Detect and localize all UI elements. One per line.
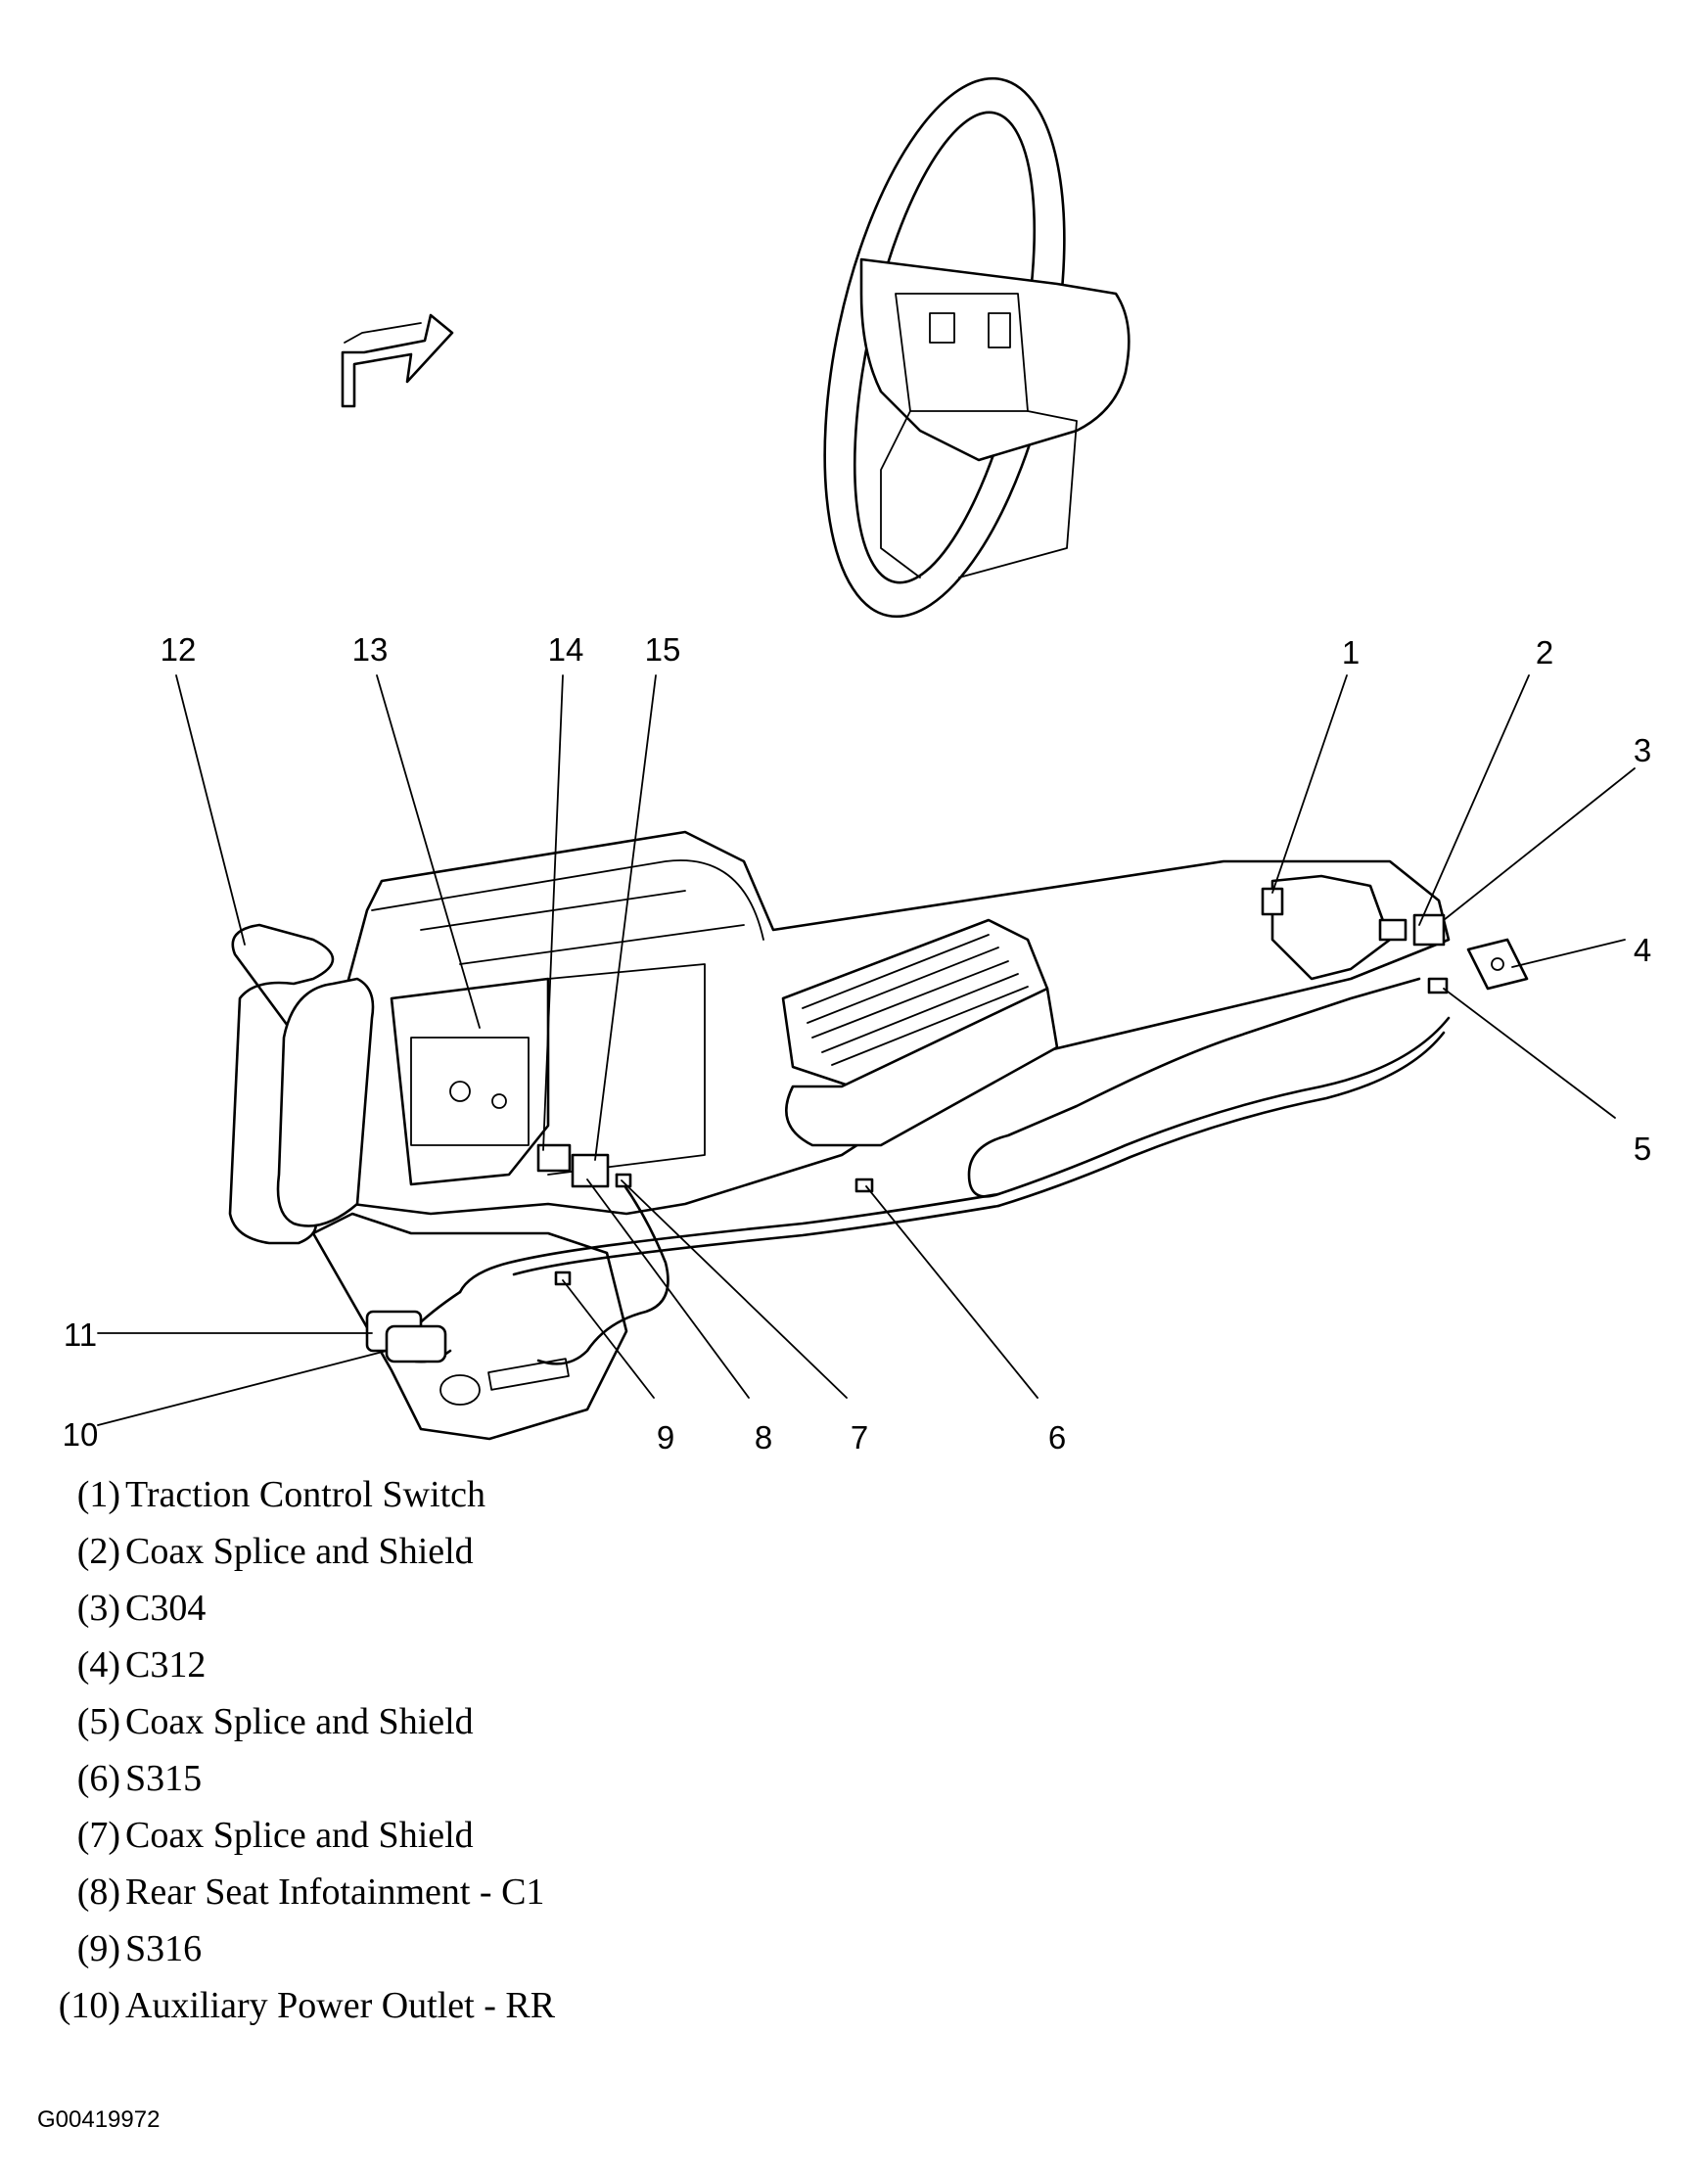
legend-item: (2)Coax Splice and Shield [47, 1523, 474, 1580]
component-legend: (1)Traction Control Switch (2)Coax Splic… [47, 1466, 555, 2034]
legend-label: Coax Splice and Shield [125, 1815, 474, 1856]
legend-number: (6) [76, 1758, 120, 1799]
callout-7: 7 [851, 1419, 868, 1456]
wiring-harness [399, 977, 1451, 1365]
legend-item: (8)Rear Seat Infotainment - C1 [47, 1864, 545, 1920]
legend-item: (6)S315 [47, 1750, 202, 1807]
front-direction-arrow-icon [341, 313, 454, 408]
callout-2: 2 [1536, 634, 1553, 670]
legend-item: (5)Coax Splice and Shield [47, 1693, 474, 1750]
callout-12: 12 [161, 631, 197, 668]
callout-numbers: 12 13 14 15 1 2 3 4 5 11 10 9 8 7 6 [63, 631, 1652, 1456]
legend-number: (2) [76, 1531, 120, 1572]
callout-5: 5 [1634, 1131, 1651, 1167]
legend-item: (9)S316 [47, 1920, 202, 1977]
legend-label: Auxiliary Power Outlet - RR [125, 1985, 556, 2026]
legend-label: Traction Control Switch [125, 1474, 486, 1515]
legend-number: (4) [76, 1644, 120, 1686]
callout-14: 14 [548, 631, 584, 668]
callout-4: 4 [1634, 932, 1651, 968]
legend-item: (7)Coax Splice and Shield [47, 1807, 474, 1864]
legend-item: (4)C312 [47, 1637, 207, 1693]
legend-item: (10)Auxiliary Power Outlet - RR [47, 1977, 555, 2034]
legend-number: (7) [76, 1815, 120, 1856]
legend-item: (1)Traction Control Switch [47, 1466, 485, 1523]
callout-13: 13 [352, 631, 389, 668]
legend-label: Coax Splice and Shield [125, 1701, 474, 1742]
legend-label: Coax Splice and Shield [125, 1531, 474, 1572]
legend-item: (3)C304 [47, 1580, 207, 1637]
instrument-panel-assembly [228, 830, 1451, 1441]
wiring-location-drawing: 12 13 14 15 1 2 3 4 5 11 10 9 8 7 6 [63, 76, 1652, 1456]
callout-9: 9 [657, 1419, 674, 1456]
legend-number: (8) [76, 1872, 120, 1913]
legend-number: (9) [76, 1928, 120, 1969]
legend-label: C312 [125, 1644, 207, 1686]
legend-number: (1) [76, 1474, 120, 1515]
legend-number: (5) [76, 1701, 120, 1742]
vent-grille [802, 934, 1029, 1066]
callout-6: 6 [1048, 1419, 1066, 1456]
callout-1: 1 [1342, 634, 1360, 670]
callout-11: 11 [64, 1317, 97, 1353]
leader-lines [97, 674, 1636, 1426]
legend-number: (3) [76, 1588, 120, 1629]
legend-label: S315 [125, 1758, 203, 1799]
callout-15: 15 [645, 631, 681, 668]
components [365, 887, 1529, 1363]
steering-wheel [823, 76, 1131, 619]
legend-label: S316 [125, 1928, 203, 1969]
legend-label: Rear Seat Infotainment - C1 [125, 1872, 545, 1913]
legend-label: C304 [125, 1588, 207, 1629]
legend-number: (10) [58, 1985, 120, 2026]
callout-8: 8 [755, 1419, 772, 1456]
callout-10: 10 [63, 1416, 99, 1453]
figure-id: G00419972 [37, 2106, 161, 2133]
callout-3: 3 [1634, 732, 1651, 768]
